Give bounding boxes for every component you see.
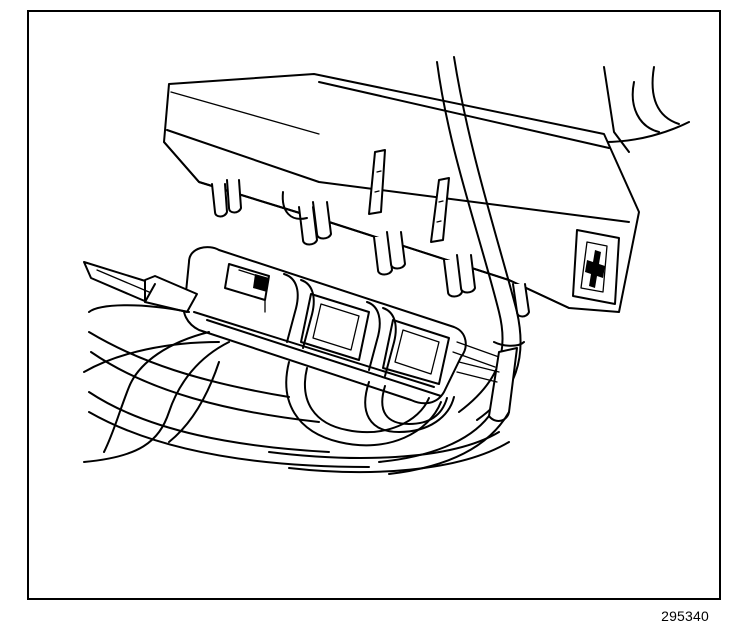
wire-bundles xyxy=(83,304,510,474)
module-terminal-stubs xyxy=(211,179,530,318)
vertical-cables xyxy=(378,56,525,475)
wiring-harness-illustration xyxy=(83,56,690,475)
module-side-connector xyxy=(572,229,620,305)
left-sleeved-cable xyxy=(83,261,198,313)
corner-bracket xyxy=(603,66,690,153)
harness-details xyxy=(264,299,500,383)
figure-frame xyxy=(27,10,721,600)
blade-fuses xyxy=(368,149,450,243)
harness-connector-block xyxy=(182,246,500,405)
figure-code: 295340 xyxy=(661,608,709,624)
